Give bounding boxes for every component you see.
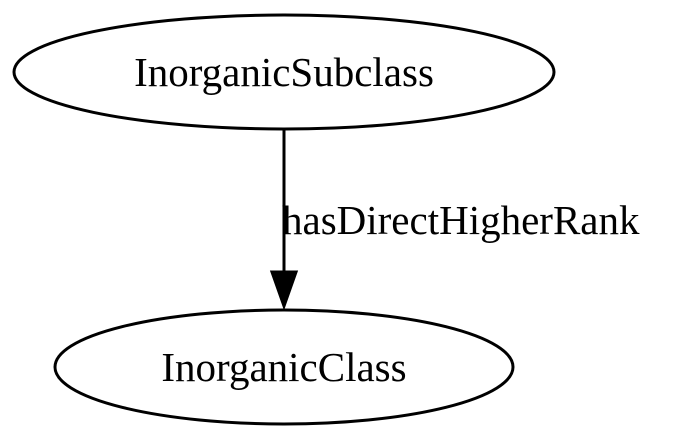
arrowhead bbox=[269, 270, 299, 311]
node-ellipse bbox=[53, 308, 515, 426]
edge-label: hasDirectHigherRank bbox=[282, 197, 640, 243]
edge-has-direct-higher-rank: hasDirectHigherRank bbox=[269, 130, 640, 311]
node-label: InorganicClass bbox=[161, 344, 406, 390]
node-inorganic-subclass: InorganicSubclass bbox=[12, 13, 556, 131]
node-label: InorganicSubclass bbox=[134, 49, 434, 95]
node-ellipse bbox=[12, 13, 556, 131]
node-inorganic-class: InorganicClass bbox=[53, 308, 515, 426]
